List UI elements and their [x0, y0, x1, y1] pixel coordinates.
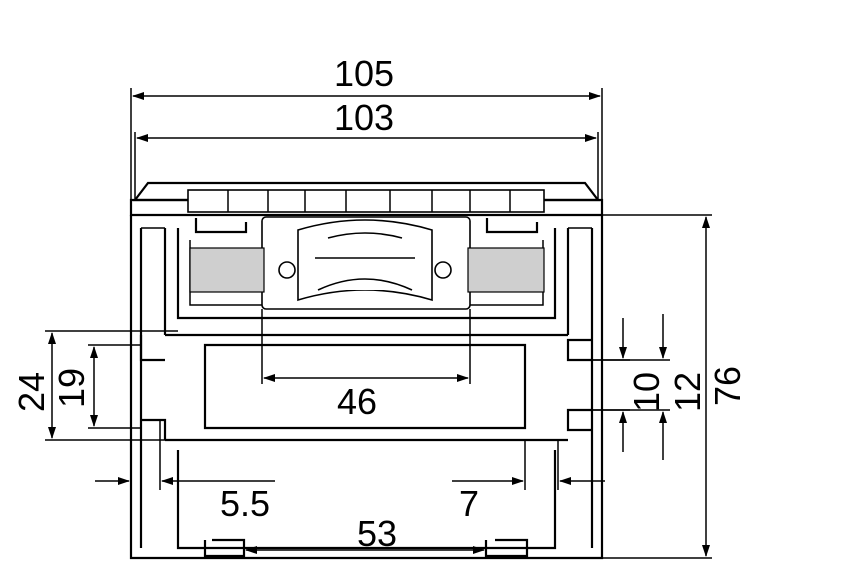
dim-76-label: 76	[707, 366, 748, 406]
dim-7: 7	[452, 440, 605, 524]
dim-12-label: 12	[667, 372, 708, 412]
dim-5-5: 5.5	[95, 420, 275, 524]
top-cover-cap	[129, 181, 604, 217]
dim-103-label: 103	[334, 97, 394, 138]
dim-10-label: 10	[626, 372, 667, 412]
dim-19-label: 19	[51, 368, 92, 408]
dim-53: 53	[245, 513, 485, 554]
dim-7-label: 7	[459, 483, 479, 524]
hardware-block	[189, 216, 545, 310]
dim-12: 12	[592, 314, 708, 460]
dim-10: 10	[592, 318, 667, 452]
dim-46-label: 46	[337, 381, 377, 422]
dim-24: 24	[11, 330, 178, 441]
dim-24-label: 24	[11, 372, 52, 412]
dim-5-5-label: 5.5	[220, 483, 270, 524]
dim-105-label: 105	[334, 53, 394, 94]
dim-46: 46	[261, 309, 471, 422]
dim-53-label: 53	[357, 513, 397, 554]
dim-76: 76	[602, 214, 748, 559]
dim-103: 103	[134, 97, 599, 200]
dim-105: 105	[130, 53, 603, 215]
dim-19: 19	[51, 344, 141, 429]
